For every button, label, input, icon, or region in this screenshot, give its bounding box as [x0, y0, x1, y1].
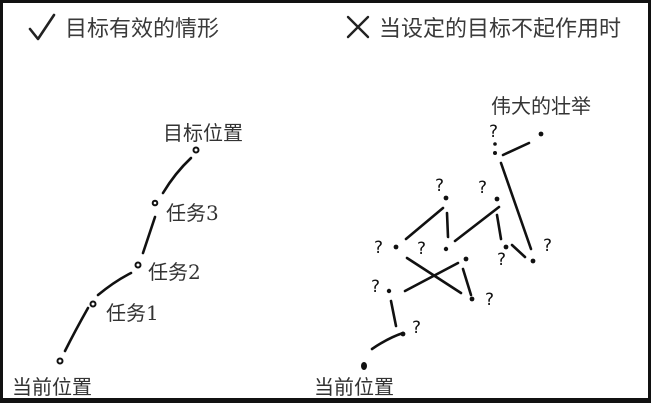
- svg-text:?: ?: [485, 290, 494, 310]
- label-start-right: 当前位置: [314, 375, 394, 399]
- right-path-lines: [370, 141, 533, 351]
- svg-text:?: ?: [417, 239, 426, 259]
- left-path-lines: [63, 156, 193, 353]
- left-heading: 目标有效的情形: [27, 11, 219, 43]
- label-great-feat: 伟大的壮举: [491, 94, 591, 118]
- left-heading-text: 目标有效的情形: [65, 17, 220, 42]
- right-path-nodes: [361, 131, 544, 370]
- node-task3: [151, 199, 159, 207]
- svg-text:?: ?: [478, 178, 487, 198]
- path-diagram: ? ? ? ? ? ? ? ? ? ?: [56, 122, 552, 370]
- label-task1: 任务1: [106, 301, 159, 325]
- node-task1: [89, 300, 97, 308]
- right-heading-text: 当设定的目标不起作用时: [379, 17, 622, 42]
- question-marks: ? ? ? ? ? ? ? ? ? ?: [371, 122, 552, 338]
- label-start-left: 当前位置: [12, 375, 92, 399]
- node-start: [56, 357, 64, 365]
- cross-mark-icon: [346, 15, 370, 39]
- svg-text:?: ?: [435, 176, 444, 196]
- left-path-nodes: [56, 146, 200, 365]
- svg-text:?: ?: [543, 236, 552, 256]
- label-task2: 任务2: [148, 260, 201, 284]
- node-start-right: [361, 362, 367, 370]
- check-mark-icon: [28, 13, 56, 41]
- right-heading: 当设定的目标不起作用时: [345, 11, 621, 43]
- svg-text:?: ?: [497, 250, 506, 270]
- node-goal: [192, 146, 200, 154]
- label-goal-position: 目标位置: [163, 121, 243, 145]
- svg-text:?: ?: [374, 238, 383, 258]
- svg-text:?: ?: [489, 122, 498, 142]
- svg-text:?: ?: [412, 318, 421, 338]
- node-task2: [134, 261, 142, 269]
- svg-text:?: ?: [371, 277, 380, 297]
- label-task3: 任务3: [166, 201, 219, 225]
